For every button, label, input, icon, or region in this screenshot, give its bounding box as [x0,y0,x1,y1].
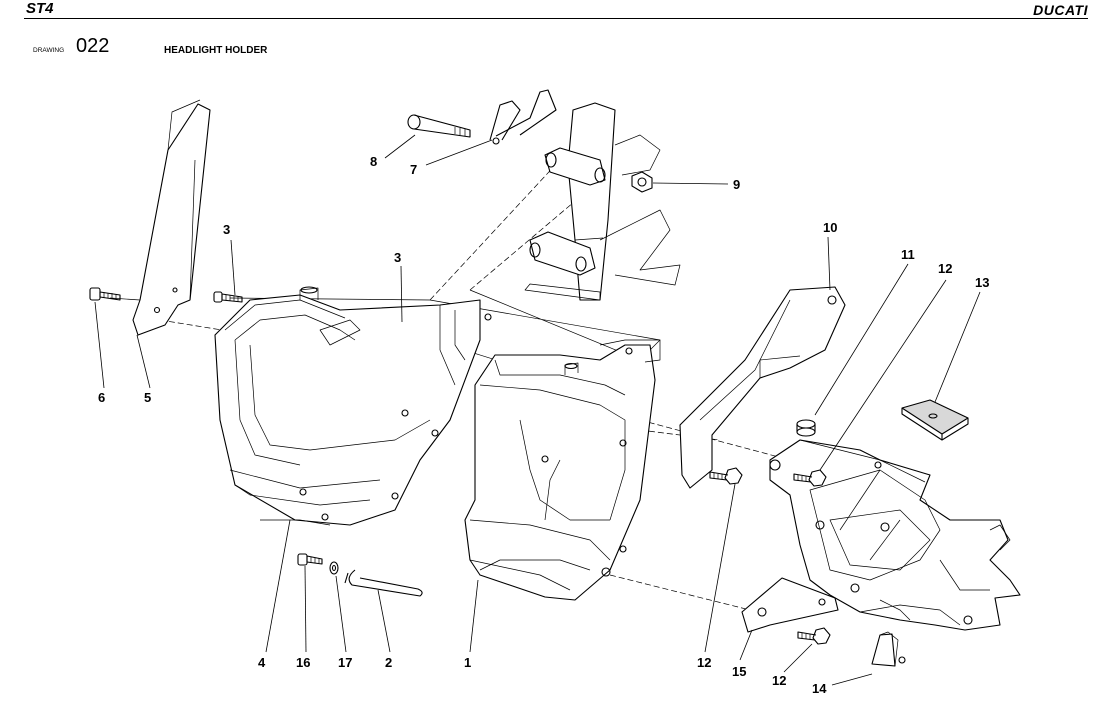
part-17-washer [329,561,339,575]
part-12-bolt-a [709,467,743,485]
part-3-bolt-left [213,291,243,303]
leader-lines [94,134,981,686]
part-1-headlight-frame [464,339,661,601]
part-4-headlight-frame [214,286,492,526]
part-5-side-plate [132,99,211,336]
part-8-bolt [407,114,471,138]
drawing-number: 022 [76,35,110,57]
drawing-title: HEADLIGHT HOLDER [164,45,268,56]
main-support-bracket [769,439,1021,631]
part-7-clip [489,89,557,145]
part-13-rubber-pad [901,399,969,441]
brand-logo: DUCATI [1033,2,1088,18]
callout-3-left: 3 [223,222,230,237]
part-10-bracket-plate [679,286,846,489]
part-11-bushing [796,419,816,437]
callout-16: 16 [296,655,310,670]
part-15-plate [741,577,839,633]
callout-4: 4 [258,655,266,670]
callout-12-top: 12 [938,261,952,276]
callout-8: 8 [370,154,377,169]
callout-7: 7 [410,162,417,177]
callout-15: 15 [732,664,746,679]
part-12-bolt-c [797,627,831,645]
callout-9: 9 [733,177,740,192]
callout-3-right: 3 [394,250,401,265]
callout-numbers: 8 7 9 3 3 6 5 10 11 12 13 4 16 17 2 1 12… [98,154,989,696]
part-12-bolt-b [793,469,827,487]
part-2-spring-clip [344,569,423,597]
callout-10: 10 [823,220,837,235]
callout-14: 14 [812,681,827,696]
callout-2: 2 [385,655,392,670]
header-divider [24,18,1088,19]
callout-6: 6 [98,390,105,405]
part-14-clip [871,631,906,667]
part-16-screw [297,553,323,566]
part-6-bolt [89,287,121,301]
callout-5: 5 [144,390,151,405]
callout-12-bottom: 12 [772,673,786,688]
steering-tube-mount [524,102,681,301]
callout-11: 11 [901,247,915,262]
callout-13: 13 [975,275,989,290]
callout-1: 1 [464,655,471,670]
callout-12-middle: 12 [697,655,711,670]
drawing-label: DRAWING [33,47,65,54]
part-9-nut [631,171,653,193]
model-name: ST4 [26,0,54,17]
callout-17: 17 [338,655,352,670]
